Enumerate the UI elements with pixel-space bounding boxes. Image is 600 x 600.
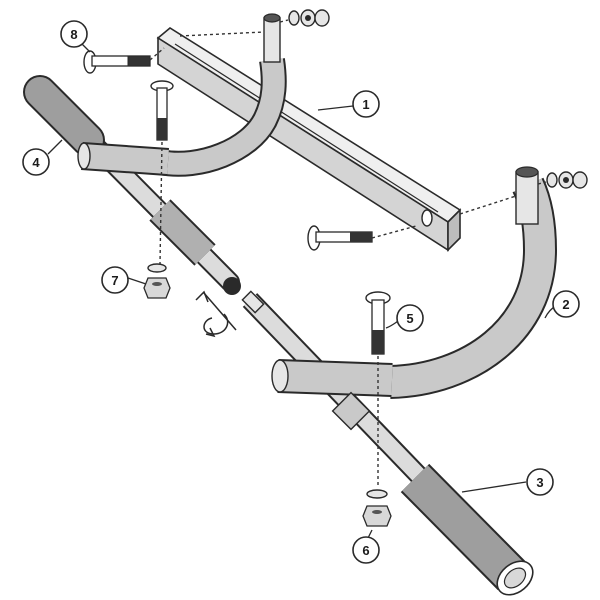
assembly-guide-lines xyxy=(149,19,547,488)
curved-tube-part-2 xyxy=(389,166,558,399)
callout-1-label: 1 xyxy=(362,97,369,112)
callout-5: 5 xyxy=(385,304,424,332)
bolt-part-5 xyxy=(365,291,391,355)
foam-grip-lower xyxy=(400,463,534,596)
callout-7-label: 7 xyxy=(111,273,118,288)
callout-5-label: 5 xyxy=(406,311,413,326)
callout-6: 6 xyxy=(352,529,380,564)
callout-2-label: 2 xyxy=(562,297,569,312)
handle-bar-part-4 xyxy=(23,75,241,295)
bolt-upper-vertical xyxy=(150,80,174,141)
callout-8-label: 8 xyxy=(70,27,77,42)
callout-3-label: 3 xyxy=(536,475,543,490)
rotate-arrow-icon xyxy=(195,290,237,338)
callout-7: 7 xyxy=(101,266,147,294)
callout-4: 4 xyxy=(22,139,63,176)
mounting-bar-part-1 xyxy=(156,27,462,252)
callout-3: 3 xyxy=(461,468,554,496)
washer-nut-part-7 xyxy=(143,263,171,299)
bolt-part-8 xyxy=(83,50,151,74)
callout-6-label: 6 xyxy=(362,543,369,558)
washer-nut-top xyxy=(288,9,330,27)
callout-1: 1 xyxy=(317,90,380,118)
callout-4-label: 4 xyxy=(32,155,40,170)
handle-bar-part-3 xyxy=(241,290,534,596)
callout-8: 8 xyxy=(60,20,91,53)
washer-nut-right xyxy=(546,171,588,189)
bolt-bar-horizontal xyxy=(307,225,373,251)
callout-2: 2 xyxy=(544,290,580,319)
upper-curved-tube xyxy=(157,13,287,177)
foam-grip-upper xyxy=(23,75,105,157)
washer-nut-part-6 xyxy=(362,489,392,527)
